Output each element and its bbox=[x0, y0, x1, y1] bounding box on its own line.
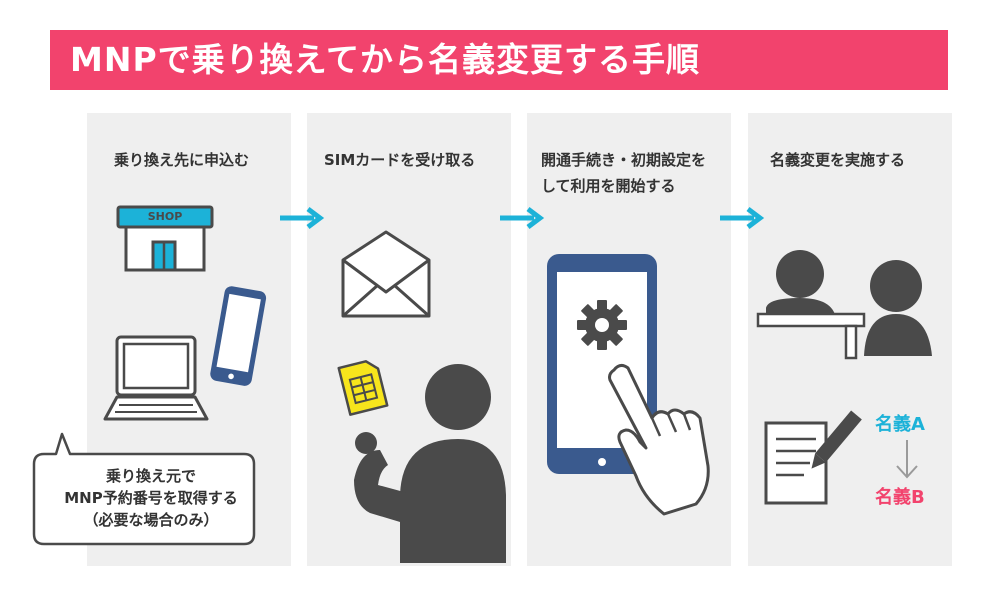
down-arrow-icon bbox=[896, 440, 918, 479]
person-icon bbox=[354, 364, 506, 563]
title-banner bbox=[50, 30, 948, 90]
flow-arrow-icon bbox=[500, 207, 545, 229]
page-title: MNPで乗り換えてから名義変更する手順 bbox=[70, 40, 700, 79]
step-2-label: SIMカードを受け取る bbox=[324, 151, 476, 169]
smartphone-icon bbox=[210, 286, 267, 386]
step-3-label-line-1: 開通手続き・初期設定を bbox=[541, 151, 707, 169]
bubble-line-2: MNP予約番号を取得する bbox=[64, 489, 238, 507]
sim-card-icon bbox=[337, 360, 389, 416]
bubble-line-1: 乗り換え元で bbox=[105, 467, 196, 485]
shop-sign-text: SHOP bbox=[147, 210, 183, 223]
bubble-text: 乗り換え元で MNP予約番号を取得する （必要な場合のみ） bbox=[46, 465, 256, 531]
gear-icon bbox=[577, 300, 627, 350]
smartphone-icon bbox=[547, 254, 657, 474]
flow-arrow-icon bbox=[720, 207, 765, 229]
name-a-label: 名義A bbox=[875, 414, 925, 435]
step-3-label-line-2: して利用を開始する bbox=[541, 177, 676, 195]
step-3-label: 開通手続き・初期設定を して利用を開始する bbox=[541, 147, 706, 199]
envelope-icon bbox=[341, 230, 431, 318]
person-icon bbox=[756, 250, 932, 360]
laptop-icon bbox=[103, 335, 209, 421]
flow-arrow-icon bbox=[280, 207, 325, 229]
bubble-line-3: （必要な場合のみ） bbox=[83, 511, 219, 529]
name-b-label: 名義B bbox=[875, 487, 925, 508]
step-4-label: 名義変更を実施する bbox=[770, 151, 906, 169]
pointing-hand-icon bbox=[608, 363, 710, 516]
speech-bubble bbox=[32, 432, 256, 546]
shop-icon bbox=[116, 205, 214, 272]
step-1-label: 乗り換え先に申込む bbox=[114, 151, 250, 169]
document-pen-icon bbox=[764, 410, 862, 505]
